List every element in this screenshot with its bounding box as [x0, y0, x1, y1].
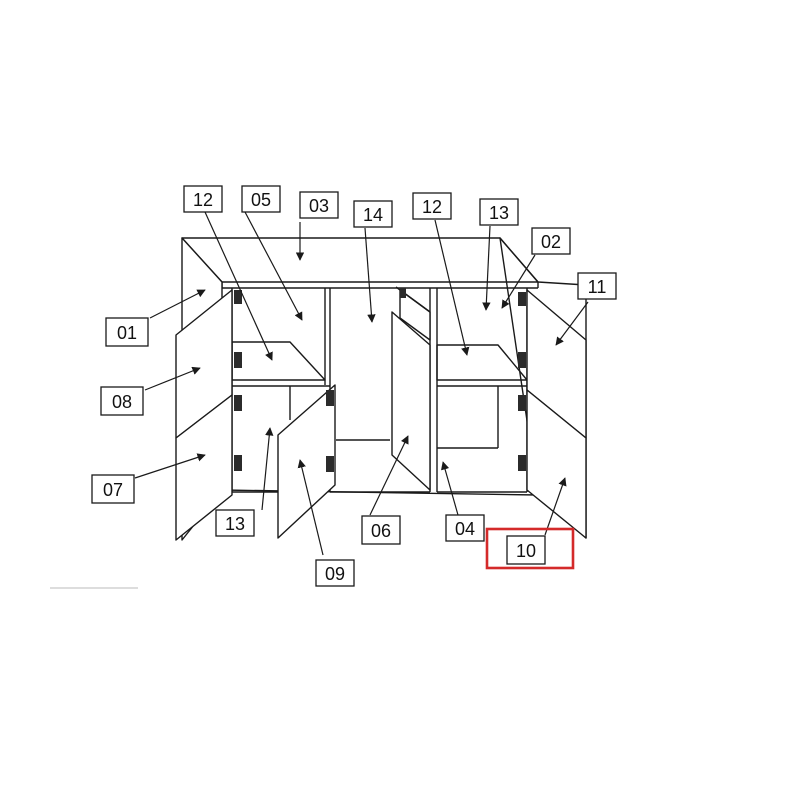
hinges — [234, 288, 526, 472]
label-box-06 — [361, 515, 401, 545]
label-05: 05 — [251, 190, 271, 210]
base-line — [221, 489, 539, 496]
label-box-10 — [506, 535, 546, 565]
left-lower-door — [175, 394, 233, 541]
label-box-04 — [445, 514, 485, 542]
label-11: 11 — [588, 277, 607, 297]
part-labels — [91, 185, 617, 587]
right-compartment — [436, 288, 528, 493]
label-box-08 — [100, 386, 144, 416]
label-13-right: 13 — [489, 203, 509, 223]
label-12-left: 12 — [193, 190, 213, 210]
center-door — [391, 286, 431, 491]
label-06: 06 — [371, 521, 391, 541]
right-lower-door — [526, 389, 587, 539]
label-box-05 — [241, 185, 281, 213]
label-02: 02 — [541, 232, 561, 252]
label-08: 08 — [112, 392, 132, 412]
leader-arrows — [134, 211, 589, 556]
center-left-door — [277, 384, 336, 539]
label-07: 07 — [103, 480, 123, 500]
label-box-03 — [299, 191, 339, 219]
label-14: 14 — [363, 205, 383, 225]
label-box-09 — [315, 559, 355, 587]
cabinet-drawing — [175, 237, 587, 541]
label-box-13-right — [479, 198, 519, 226]
label-01: 01 — [117, 323, 137, 343]
label-12-right: 12 — [422, 197, 442, 217]
label-box-13-left — [215, 509, 255, 537]
label-box-14 — [353, 200, 393, 228]
label-box-12-right — [412, 192, 452, 220]
highlight-box-10 — [485, 527, 575, 570]
label-box-01 — [105, 317, 149, 347]
label-box-07 — [91, 474, 135, 504]
label-04: 04 — [455, 519, 475, 539]
label-box-11 — [577, 272, 617, 300]
label-13-left: 13 — [225, 514, 245, 534]
label-10: 10 — [516, 541, 536, 561]
label-box-02 — [531, 227, 571, 255]
part-label-texts: 12 05 03 14 12 13 02 11 01 08 07 13 06 0… — [103, 190, 606, 584]
label-09: 09 — [325, 564, 345, 584]
label-box-12-left — [183, 185, 223, 213]
label-03: 03 — [309, 196, 329, 216]
